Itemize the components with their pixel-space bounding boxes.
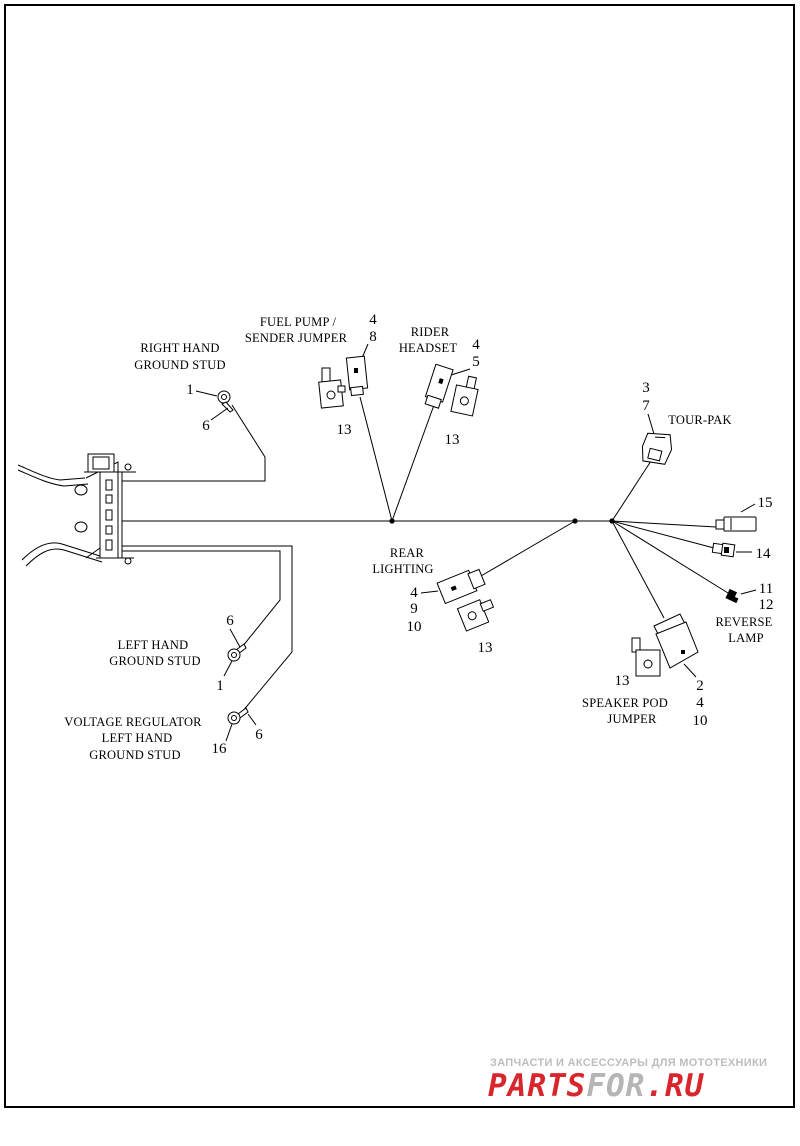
callout-11: 11 xyxy=(759,581,773,597)
watermark-logo: PARTSFOR.RU xyxy=(488,1068,705,1104)
watermark-logo-gray: FOR xyxy=(586,1068,645,1104)
callout-4: 4 xyxy=(472,337,480,353)
callout-7: 7 xyxy=(642,398,650,414)
label-ground-stud: GROUND STUD xyxy=(134,358,225,372)
callout-5: 5 xyxy=(472,354,480,370)
frame-bracket xyxy=(17,453,136,567)
connector-15: 15 xyxy=(715,495,773,532)
label-left-hand: LEFT HAND xyxy=(118,638,189,652)
callout-8: 8 xyxy=(369,329,377,345)
callout-13: 13 xyxy=(478,640,493,656)
callout-6: 6 xyxy=(226,613,234,629)
callout-10: 10 xyxy=(407,619,422,635)
callout-3: 3 xyxy=(642,380,650,396)
callout-13: 13 xyxy=(337,422,352,438)
label-lighting: LIGHTING xyxy=(372,562,433,576)
label-left-hand: LEFT HAND xyxy=(102,731,173,745)
callout-15: 15 xyxy=(758,495,773,511)
label-reverse: REVERSE xyxy=(716,615,773,629)
watermark: ЗАПЧАСТИ И АКСЕССУАРЫ ДЛЯ МОТОТЕХНИКИ PA… xyxy=(488,1057,767,1104)
terminal-lock-icon xyxy=(318,367,346,409)
callout-4: 4 xyxy=(369,312,377,328)
terminal-lock-icon xyxy=(450,375,479,417)
label-jumper: JUMPER xyxy=(607,712,657,726)
label-right-hand: RIGHT HAND xyxy=(140,341,219,355)
watermark-logo-tail: .RU xyxy=(645,1068,704,1104)
callout-12: 12 xyxy=(759,597,774,613)
voltage-regulator-ground-stud: 16 6 VOLTAGE REGULATOR LEFT HAND GROUND … xyxy=(64,707,263,762)
fuel-pump-sender-jumper: FUEL PUMP / SENDER JUMPER 4 8 13 xyxy=(245,312,377,438)
connector-icon xyxy=(436,568,486,605)
callout-6: 6 xyxy=(255,727,263,743)
tour-pak: 3 7 TOUR-PAK xyxy=(641,380,732,465)
speaker-pod-jumper: 13 2 4 10 SPEAKER POD JUMPER xyxy=(582,613,708,729)
right-hand-ground-stud: RIGHT HAND GROUND STUD 1 6 xyxy=(134,341,234,434)
callout-4: 4 xyxy=(696,695,704,711)
callout-1: 1 xyxy=(186,382,194,398)
rider-headset: RIDER HEADSET 4 5 13 xyxy=(399,325,480,448)
callout-2: 2 xyxy=(696,678,704,694)
terminal-lock-icon xyxy=(631,637,661,677)
watermark-tagline: ЗАПЧАСТИ И АКСЕССУАРЫ ДЛЯ МОТОТЕХНИКИ xyxy=(490,1057,767,1069)
callout-13: 13 xyxy=(615,673,630,689)
connector-icon xyxy=(424,363,454,409)
label-sender-jumper: SENDER JUMPER xyxy=(245,331,348,345)
label-rear: REAR xyxy=(390,546,425,560)
callout-6: 6 xyxy=(202,418,210,434)
rear-lighting: REAR LIGHTING 4 9 10 13 xyxy=(372,546,495,656)
callout-16: 16 xyxy=(212,741,228,757)
label-ground-stud: GROUND STUD xyxy=(89,748,180,762)
label-tour-pak: TOUR-PAK xyxy=(668,413,731,427)
connector-14: 14 xyxy=(711,542,772,562)
callout-9: 9 xyxy=(410,601,418,617)
callout-1: 1 xyxy=(216,678,224,694)
label-speaker-pod: SPEAKER POD xyxy=(582,696,668,710)
left-hand-ground-stud: 6 1 LEFT HAND GROUND STUD xyxy=(109,613,247,694)
terminal-lock-icon xyxy=(456,599,495,632)
label-lamp: LAMP xyxy=(728,631,764,645)
connector-icon xyxy=(653,613,699,669)
connector-icon xyxy=(345,355,369,397)
connector-icon xyxy=(641,432,673,465)
label-fuel-pump: FUEL PUMP / xyxy=(260,315,337,329)
callout-14: 14 xyxy=(756,546,772,562)
diagram-frame xyxy=(4,4,795,1108)
main-harness xyxy=(122,396,729,713)
reverse-lamp: 11 12 REVERSE LAMP xyxy=(716,581,774,645)
callout-13: 13 xyxy=(445,432,460,448)
callout-4: 4 xyxy=(410,585,418,601)
label-voltage-regulator: VOLTAGE REGULATOR xyxy=(64,715,202,729)
label-headset: HEADSET xyxy=(399,341,458,355)
label-ground-stud: GROUND STUD xyxy=(109,654,200,668)
label-rider: RIDER xyxy=(411,325,450,339)
watermark-logo-red: PARTS xyxy=(488,1068,586,1104)
callout-10: 10 xyxy=(693,713,708,729)
